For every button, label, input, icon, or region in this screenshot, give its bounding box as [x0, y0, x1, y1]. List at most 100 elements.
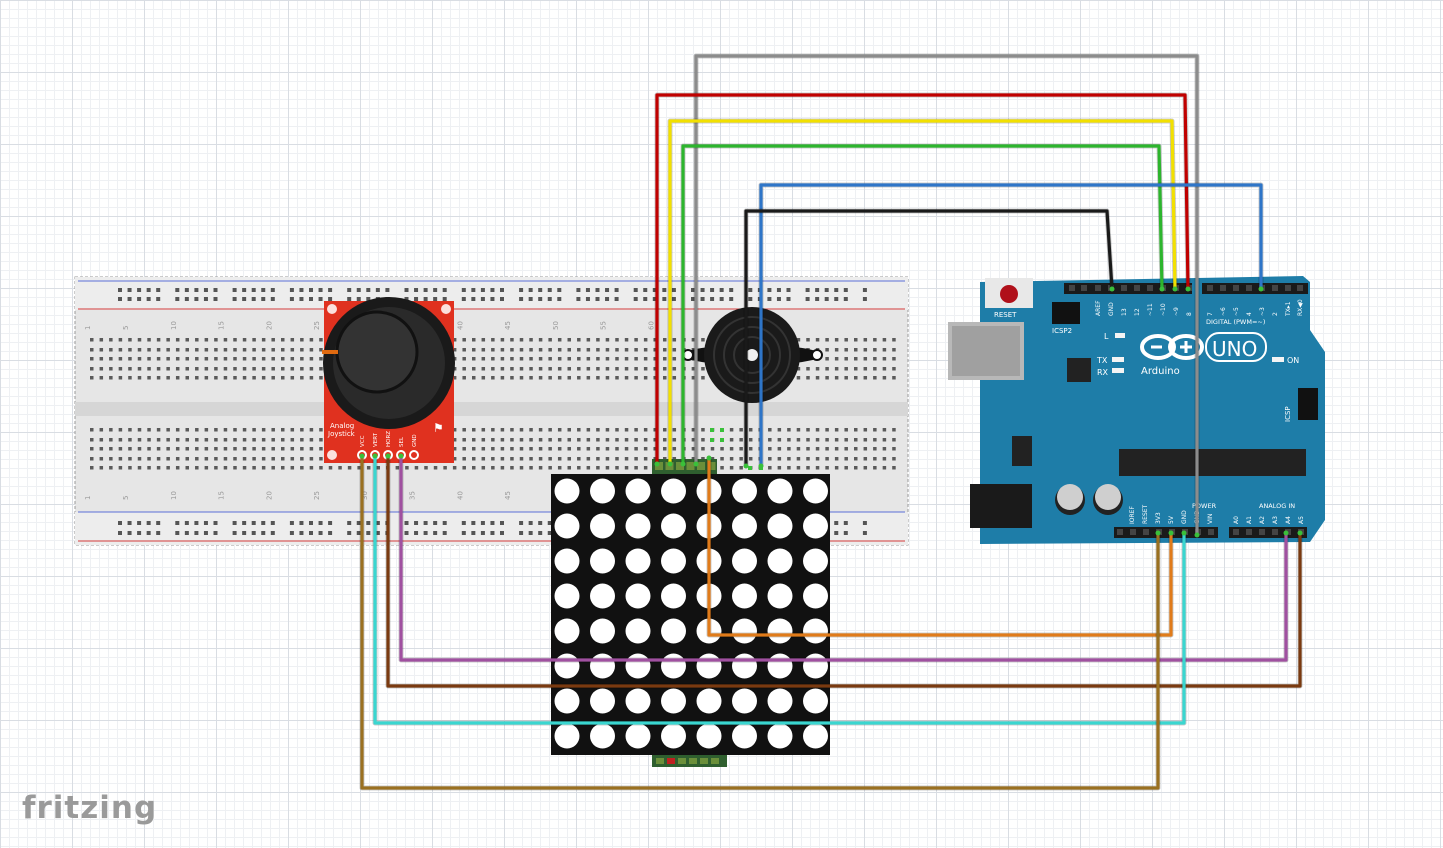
- wire-green[interactable]: [681, 144, 1164, 464]
- breadboard-column-number-bottom: 45: [504, 491, 512, 500]
- led-dot: [661, 723, 686, 749]
- led-on-label: ON: [1287, 356, 1299, 365]
- wire-tan[interactable]: [360, 456, 1160, 790]
- led-matrix-8x8[interactable]: [551, 459, 830, 767]
- digital-pin-label: 2: [1272, 312, 1279, 316]
- led-matrix-top-pin: [707, 462, 716, 470]
- led-tx-label: TX: [1096, 356, 1108, 365]
- led-dot: [590, 618, 615, 644]
- digital-pin-label: 12: [1134, 308, 1141, 316]
- digital-pin-label: TX▸1: [1285, 301, 1292, 317]
- joystick-label: Analog: [330, 422, 354, 430]
- wire-red-end: [1185, 286, 1191, 292]
- led-dot: [625, 513, 651, 539]
- led-dot: [625, 583, 651, 609]
- breadboard-column-number-bottom: 5: [122, 496, 130, 500]
- analog-pin-label: A4: [1285, 516, 1292, 524]
- joystick-pin-label: VERT: [373, 432, 379, 447]
- analog-pin-label: A5: [1298, 516, 1305, 524]
- wire-orange[interactable]: [707, 458, 1173, 637]
- analog-label: ANALOG IN: [1259, 502, 1295, 510]
- led-dot: [625, 653, 651, 679]
- led-dot: [590, 548, 615, 574]
- led-dot: [661, 688, 686, 714]
- digital-pin-label: ~10: [1160, 303, 1167, 316]
- wire-orange-end: [1168, 530, 1174, 536]
- led-dot: [732, 653, 757, 679]
- power-pin-label: 3V3: [1155, 512, 1162, 524]
- led-dot: [625, 548, 651, 574]
- led-matrix-bottom-pin: [689, 758, 697, 764]
- wire-purple-end: [1283, 530, 1289, 536]
- led-dot: [696, 723, 722, 749]
- led-dot: [732, 723, 757, 749]
- wire-gray[interactable]: [694, 54, 1199, 535]
- led-dot: [732, 618, 757, 644]
- wire-gray-end: [1194, 532, 1200, 538]
- digital-pin-label: ~6: [1220, 307, 1227, 316]
- led-dot: [554, 583, 580, 609]
- breadboard-column-number-bottom: 25: [313, 491, 321, 500]
- led-dot: [661, 478, 686, 504]
- led-matrix-top-pin: [676, 462, 684, 470]
- breadboard-column-number-top: 50: [552, 321, 560, 330]
- arduino-uno[interactable]: RESET ICSP2 ICSP UNO Arduino L TX RX ON …: [948, 276, 1325, 544]
- breadboard-active-hole: [710, 428, 714, 432]
- arduino-brand: Arduino: [1141, 366, 1180, 377]
- led-dot: [661, 548, 686, 574]
- led-dot: [696, 688, 722, 714]
- wire-black[interactable]: [744, 209, 1114, 466]
- wire-tan-end: [1155, 530, 1161, 536]
- wire-blue[interactable]: [759, 183, 1263, 466]
- digital-pin-label: ~9: [1173, 307, 1180, 316]
- digital-pin-label: AREF: [1095, 300, 1102, 316]
- breadboard-column-number-bottom: 30: [361, 491, 369, 500]
- led-rx-label: RX: [1097, 368, 1109, 377]
- wire-blue-end: [758, 463, 764, 469]
- led-matrix-bottom-pin: [711, 758, 719, 764]
- breadboard-column-number-bottom: 15: [218, 491, 226, 500]
- wire-yellow-end: [1172, 286, 1178, 292]
- breadboard-column-number-top: 5: [122, 326, 130, 330]
- led-dot: [554, 548, 580, 574]
- wire-brown[interactable]: [386, 456, 1302, 688]
- joystick-pin-label: GND: [412, 434, 418, 447]
- piezo-buzzer[interactable]: [682, 307, 823, 403]
- led-dot: [803, 583, 828, 609]
- led-matrix-top-pin: [697, 462, 705, 470]
- joystick-pin-label: SEL: [399, 436, 405, 447]
- led-dot: [767, 688, 793, 714]
- led-dot: [661, 653, 686, 679]
- led-matrix-bottom-pin: [700, 758, 708, 764]
- wires: [359, 53, 1303, 791]
- led-dot: [767, 653, 793, 679]
- led-dot: [661, 618, 686, 644]
- wire-black-end: [1109, 286, 1115, 292]
- breadboard-active-hole: [748, 466, 752, 470]
- led-dot: [803, 618, 828, 644]
- analog-pin-label: A1: [1246, 516, 1253, 524]
- led-dot: [803, 723, 828, 749]
- digital-pin-label: 4: [1246, 312, 1253, 316]
- wire-purple[interactable]: [399, 456, 1288, 662]
- led-dot: [803, 548, 828, 574]
- led-dot: [554, 723, 580, 749]
- led-dot: [554, 513, 580, 539]
- power-pin-label: GND: [1181, 510, 1188, 524]
- wire-yellow[interactable]: [668, 119, 1177, 464]
- wire-purple-end: [398, 453, 404, 459]
- wire-red-end: [654, 461, 660, 467]
- wire-yellow-end: [667, 461, 673, 467]
- arduino-model: UNO: [1212, 337, 1257, 361]
- digital-pin-label: 13: [1121, 308, 1128, 316]
- wire-tan-end: [359, 453, 365, 459]
- breadboard-column-number-bottom: 35: [409, 491, 417, 500]
- breadboard-column-number-top: 60: [647, 321, 655, 330]
- joystick-pin-label: HORZ: [386, 431, 392, 447]
- digital-label: DIGITAL (PWM=~): [1206, 318, 1265, 326]
- wire-red[interactable]: [655, 93, 1190, 464]
- breadboard-column-number-bottom: 20: [265, 491, 273, 500]
- breadboard-column-number-top: 25: [313, 321, 321, 330]
- wire-cyan[interactable]: [373, 456, 1186, 725]
